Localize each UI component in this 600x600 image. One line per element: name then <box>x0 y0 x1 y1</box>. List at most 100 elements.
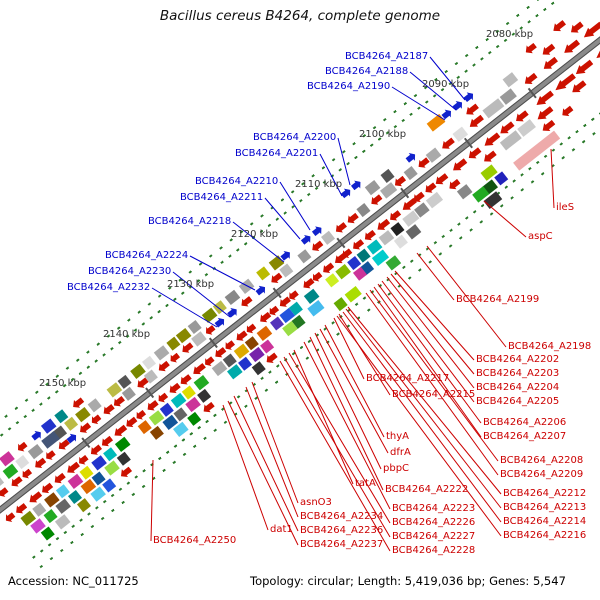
gene-glyph <box>364 180 381 196</box>
gene-label-reverse: BCB4264_A2227 <box>392 531 476 542</box>
gene-glyph <box>380 168 395 183</box>
gene-glyph <box>517 119 536 137</box>
scale-label: 2080 kbp <box>486 29 534 40</box>
gene-glyph <box>87 398 102 413</box>
gene-label-reverse: BCB4264_A2204 <box>476 382 560 393</box>
gene-glyph <box>523 41 539 56</box>
gene-glyph <box>325 273 340 288</box>
gene-label-reverse: BCB4264_A2212 <box>503 488 587 499</box>
leader-line <box>373 286 482 438</box>
gene-glyph <box>89 413 103 427</box>
gene-glyph <box>387 208 403 223</box>
gene-glyph <box>299 232 313 246</box>
gene-glyph <box>197 388 212 403</box>
gene-label-reverse: BCB4264_A2236 <box>300 525 384 536</box>
gene-glyph <box>187 411 202 426</box>
gene-label-reverse: BCB4264_A2216 <box>503 530 587 541</box>
gene-label-reverse: BCB4264_A2207 <box>483 431 567 442</box>
gene-glyph <box>203 323 217 337</box>
scale-label: 2140 kbp <box>103 329 151 340</box>
gene-label-reverse: BCB4264_A2226 <box>392 517 476 528</box>
gene-glyph <box>141 355 157 370</box>
gene-glyph <box>494 171 509 186</box>
gene-glyph <box>345 211 361 226</box>
gene-label-reverse: ileS <box>556 202 575 213</box>
gene-label-reverse: BCB4264_A2250 <box>153 535 237 546</box>
gene-glyph <box>393 234 408 249</box>
gene-glyph <box>356 203 371 218</box>
gene-glyph <box>309 239 325 254</box>
gene-label-reverse: BCB4264_A2205 <box>476 396 560 407</box>
gene-glyph <box>224 289 241 306</box>
scale-label: 2120 kbp <box>231 229 279 240</box>
gene-label-reverse: BCB4264_A2217 <box>366 373 450 384</box>
gene-glyph <box>403 166 418 181</box>
gene-label-forward: BCB4264_A2211 <box>180 192 264 203</box>
gene-glyph <box>130 363 146 380</box>
gene-glyph <box>462 90 476 104</box>
scale-label: 2110 kbp <box>295 179 343 190</box>
gene-glyph <box>64 460 81 477</box>
gene-glyph <box>149 425 164 440</box>
gene-glyph <box>76 498 91 513</box>
page-title: Bacillus cereus B4264, complete genome <box>159 8 441 24</box>
gene-glyph <box>64 416 79 431</box>
gene-glyph <box>19 467 33 481</box>
gene-label-reverse: BCB4264_A2215 <box>392 389 476 400</box>
gene-glyph <box>118 465 134 480</box>
scale-label: 2090 kbp <box>422 79 470 90</box>
gene-label-reverse: BCB4264_A2223 <box>392 503 476 514</box>
gene-glyph <box>0 474 5 489</box>
gene-glyph <box>3 511 17 525</box>
gene-glyph <box>101 402 117 417</box>
gene-glyph <box>321 230 336 245</box>
gene-glyph <box>254 283 268 297</box>
gene-glyph <box>466 145 483 162</box>
gene-glyph <box>114 436 131 452</box>
gene-label-reverse: BCB4264_A2199 <box>456 294 540 305</box>
gene-glyph <box>333 220 349 235</box>
gene-glyph <box>226 305 240 319</box>
gene-glyph <box>40 526 55 541</box>
gene-label-reverse: BCB4264_A2198 <box>508 341 592 352</box>
gene-glyph <box>559 104 575 119</box>
gene-glyph <box>256 266 271 281</box>
gene-label-reverse: BCB4264_A2214 <box>503 516 587 527</box>
gene-glyph <box>390 222 405 237</box>
gene-label-forward: BCB4264_A2190 <box>307 81 391 92</box>
gene-glyph <box>256 325 273 341</box>
scale-label: 2100 kbp <box>359 129 407 140</box>
gene-label-reverse: dfrA <box>390 447 411 458</box>
gene-label-forward: BCB4264_A2201 <box>235 148 319 159</box>
gene-glyph <box>425 191 444 209</box>
gene-glyph <box>540 42 557 59</box>
gene-glyph <box>550 18 567 35</box>
leader-line <box>303 341 391 510</box>
gene-glyph <box>333 297 348 312</box>
scale-label: 2150 kbp <box>39 378 87 389</box>
gene-glyph <box>75 406 91 423</box>
gene-glyph <box>0 485 10 499</box>
gene-glyph <box>279 263 294 278</box>
gene-label-reverse: BCB4264_A2206 <box>483 417 567 428</box>
gene-glyph <box>52 471 68 486</box>
gene-glyph <box>77 421 93 436</box>
gene-label-reverse: BCB4264_A2203 <box>476 368 560 379</box>
gene-label-forward: BCB4264_A2232 <box>67 282 151 293</box>
gene-glyph <box>167 351 181 365</box>
gene-glyph <box>426 113 446 132</box>
gene-label-reverse: tatA <box>355 478 376 489</box>
gene-glyph <box>190 361 207 378</box>
gene-label-reverse: pbpC <box>383 463 410 474</box>
gene-label-forward: BCB4264_A2224 <box>105 250 189 261</box>
gene-label-forward: BCB4264_A2230 <box>88 266 172 277</box>
gene-glyph <box>456 184 473 200</box>
gene-glyph <box>15 440 29 454</box>
gene-glyph <box>502 72 519 88</box>
gene-glyph <box>213 315 227 329</box>
gene-label-forward: BCB4264_A2200 <box>253 132 337 143</box>
gene-glyph <box>193 375 210 391</box>
gene-glyph <box>251 361 266 376</box>
gene-label-forward: BCB4264_A2218 <box>148 216 232 227</box>
gene-glyph <box>103 447 118 462</box>
